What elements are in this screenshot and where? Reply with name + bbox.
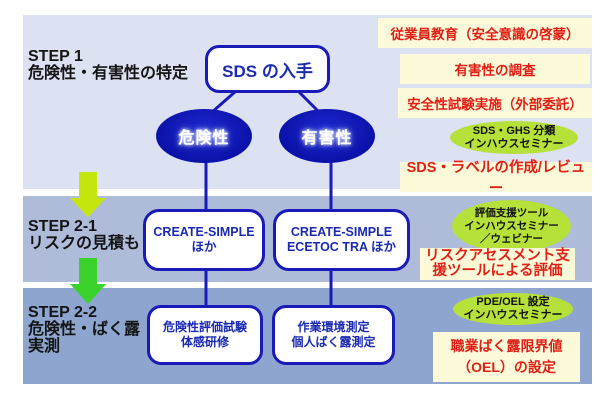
measure-exposure-line2: 個人ばく露測定 bbox=[291, 335, 376, 349]
toxicity-label: 有害性 bbox=[301, 130, 353, 147]
estimate-toxicity-line1: CREATE-SIMPLE bbox=[290, 225, 393, 239]
sds-ghs-seminar-ellipse: SDS・GHS 分類 インハウスセミナー bbox=[450, 121, 578, 154]
hazard-ellipse: 危険性 bbox=[156, 109, 252, 163]
step1-title: STEP 1 bbox=[28, 48, 83, 65]
estimate-hazard-line2: ほか bbox=[191, 240, 217, 254]
step1-label: STEP 1 危険性・有害性の特定 bbox=[28, 48, 188, 82]
oel-setting-line2: （OEL）の設定 bbox=[457, 359, 556, 375]
step1-subtitle: 危険性・有害性の特定 bbox=[28, 65, 189, 82]
step2-2-title: STEP 2-2 bbox=[28, 304, 98, 321]
employee-training-text: 従業員教育（安全意識の啓蒙） bbox=[390, 27, 580, 42]
sds-ghs-seminar-line1: SDS・GHS 分類 bbox=[472, 124, 556, 137]
safety-testing-text: 安全性試験実施（外部委託） bbox=[407, 97, 583, 112]
risk-assessment-tool-line1: リスクアセスメント支 bbox=[425, 247, 570, 264]
toxicity-ellipse: 有害性 bbox=[279, 109, 375, 163]
sds-ghs-seminar-line2: インハウスセミナー bbox=[464, 137, 564, 150]
assessment-tools-seminar-ellipse: 評価支援ツール インハウスセミナー ／ウェビナー bbox=[452, 200, 571, 252]
step2-2-subtitle-line2: 実測 bbox=[28, 338, 61, 355]
measure-hazard-line1: 危険性評価試験 bbox=[162, 320, 247, 334]
risk-assessment-tool-note: リスクアセスメント支 援ツールによる評価 bbox=[420, 248, 575, 280]
safety-testing-note: 安全性試験実施（外部委託） bbox=[398, 88, 592, 118]
toxicity-survey-text: 有害性の調査 bbox=[454, 63, 536, 78]
sds-label-review-text: SDS・ラベルの作成/レビュー bbox=[406, 160, 586, 197]
estimate-hazard-line1: CREATE-SIMPLE bbox=[153, 225, 255, 239]
hazard-label: 危険性 bbox=[178, 130, 230, 147]
pde-oel-seminar-line1: PDE/OEL 設定 bbox=[476, 296, 550, 308]
measure-hazard-box: 危険性評価試験 体感研修 bbox=[147, 305, 263, 365]
step2-1-subtitle: リスクの見積もり bbox=[28, 235, 157, 252]
step2-1-title: STEP 2-1 bbox=[28, 218, 98, 235]
assessment-tools-seminar-line3: ／ウェビナー bbox=[480, 232, 543, 245]
sds-acquisition-box: SDS の入手 bbox=[205, 45, 330, 93]
estimate-hazard-box: CREATE-SIMPLE ほか bbox=[143, 209, 265, 271]
sds-label-review-note: SDS・ラベルの作成/レビュー bbox=[400, 160, 592, 197]
sds-acquisition-label: SDS の入手 bbox=[222, 61, 313, 81]
assessment-tools-seminar-line1: 評価支援ツール bbox=[474, 206, 549, 219]
measure-exposure-line1: 作業環境測定 bbox=[297, 320, 370, 334]
measure-hazard-line2: 体感研修 bbox=[180, 335, 229, 349]
toxicity-survey-note: 有害性の調査 bbox=[400, 54, 590, 84]
estimate-toxicity-line2: ECETOC TRA ほか bbox=[286, 240, 397, 254]
assessment-tools-seminar-line2: インハウスセミナー bbox=[464, 219, 559, 232]
pde-oel-seminar-ellipse: PDE/OEL 設定 インハウスセミナー bbox=[453, 293, 573, 325]
risk-assessment-tool-line2: 援ツールによる評価 bbox=[432, 263, 563, 279]
step2-2-subtitle-line1: 危険性・ばく露 bbox=[28, 321, 141, 338]
employee-training-note: 従業員教育（安全意識の啓蒙） bbox=[378, 18, 592, 48]
oel-setting-line1: 職業ばく露限界値 bbox=[450, 338, 563, 354]
step2-1-label: STEP 2-1 リスクの見積もり bbox=[28, 218, 156, 252]
estimate-toxicity-box: CREATE-SIMPLE ECETOC TRA ほか bbox=[273, 209, 410, 271]
measure-exposure-box: 作業環境測定 個人ばく露測定 bbox=[272, 305, 395, 365]
step2-2-label: STEP 2-2 危険性・ばく露 実測 bbox=[28, 304, 140, 355]
oel-setting-note: 職業ばく露限界値 （OEL）の設定 bbox=[433, 332, 580, 382]
pde-oel-seminar-line2: インハウスセミナー bbox=[463, 309, 563, 321]
